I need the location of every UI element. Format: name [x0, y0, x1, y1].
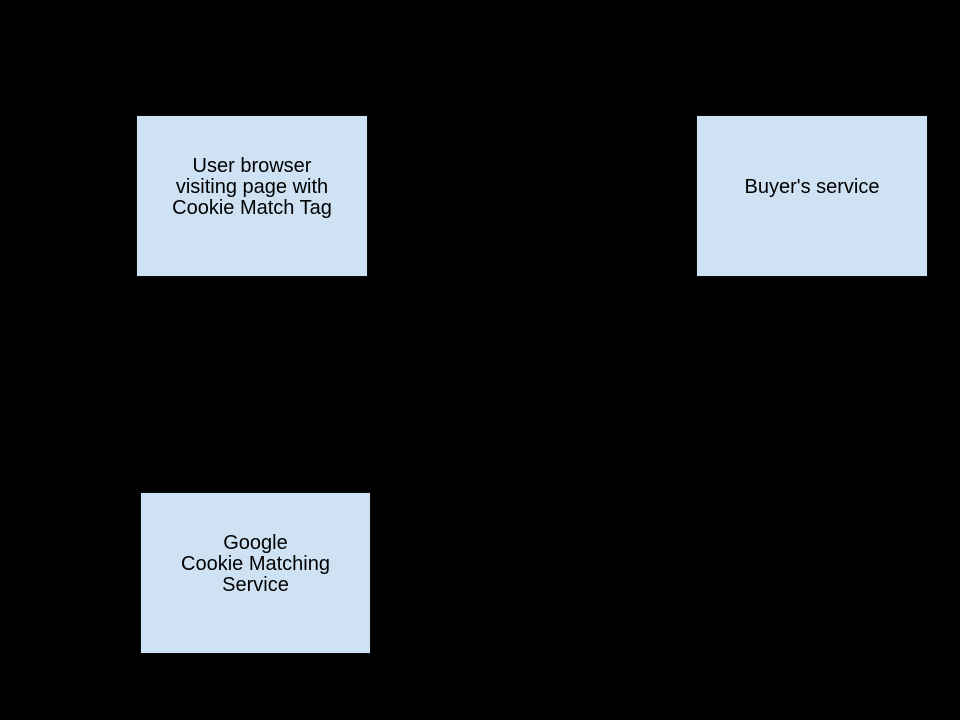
node-label-line: Cookie Matching [181, 552, 330, 575]
node-label-line: Google [223, 531, 288, 554]
node-label-line: Buyer's service [744, 175, 880, 198]
node-buyers-service: Buyer's service [696, 115, 928, 277]
node-label-line: Service [222, 573, 289, 596]
node-buyers-service-label: Buyer's service [744, 175, 880, 198]
node-label-line: Cookie Match Tag [172, 196, 332, 219]
node-label-line: User browser [192, 154, 312, 177]
node-user-browser: User browser visiting page with Cookie M… [136, 115, 368, 277]
node-google-cookie-matching-service: Google Cookie Matching Service [140, 492, 371, 654]
node-user-browser-label: User browser visiting page with Cookie M… [172, 154, 332, 219]
node-google-cookie-matching-service-label: Google Cookie Matching Service [181, 531, 330, 596]
node-label-line: visiting page with [175, 175, 329, 198]
